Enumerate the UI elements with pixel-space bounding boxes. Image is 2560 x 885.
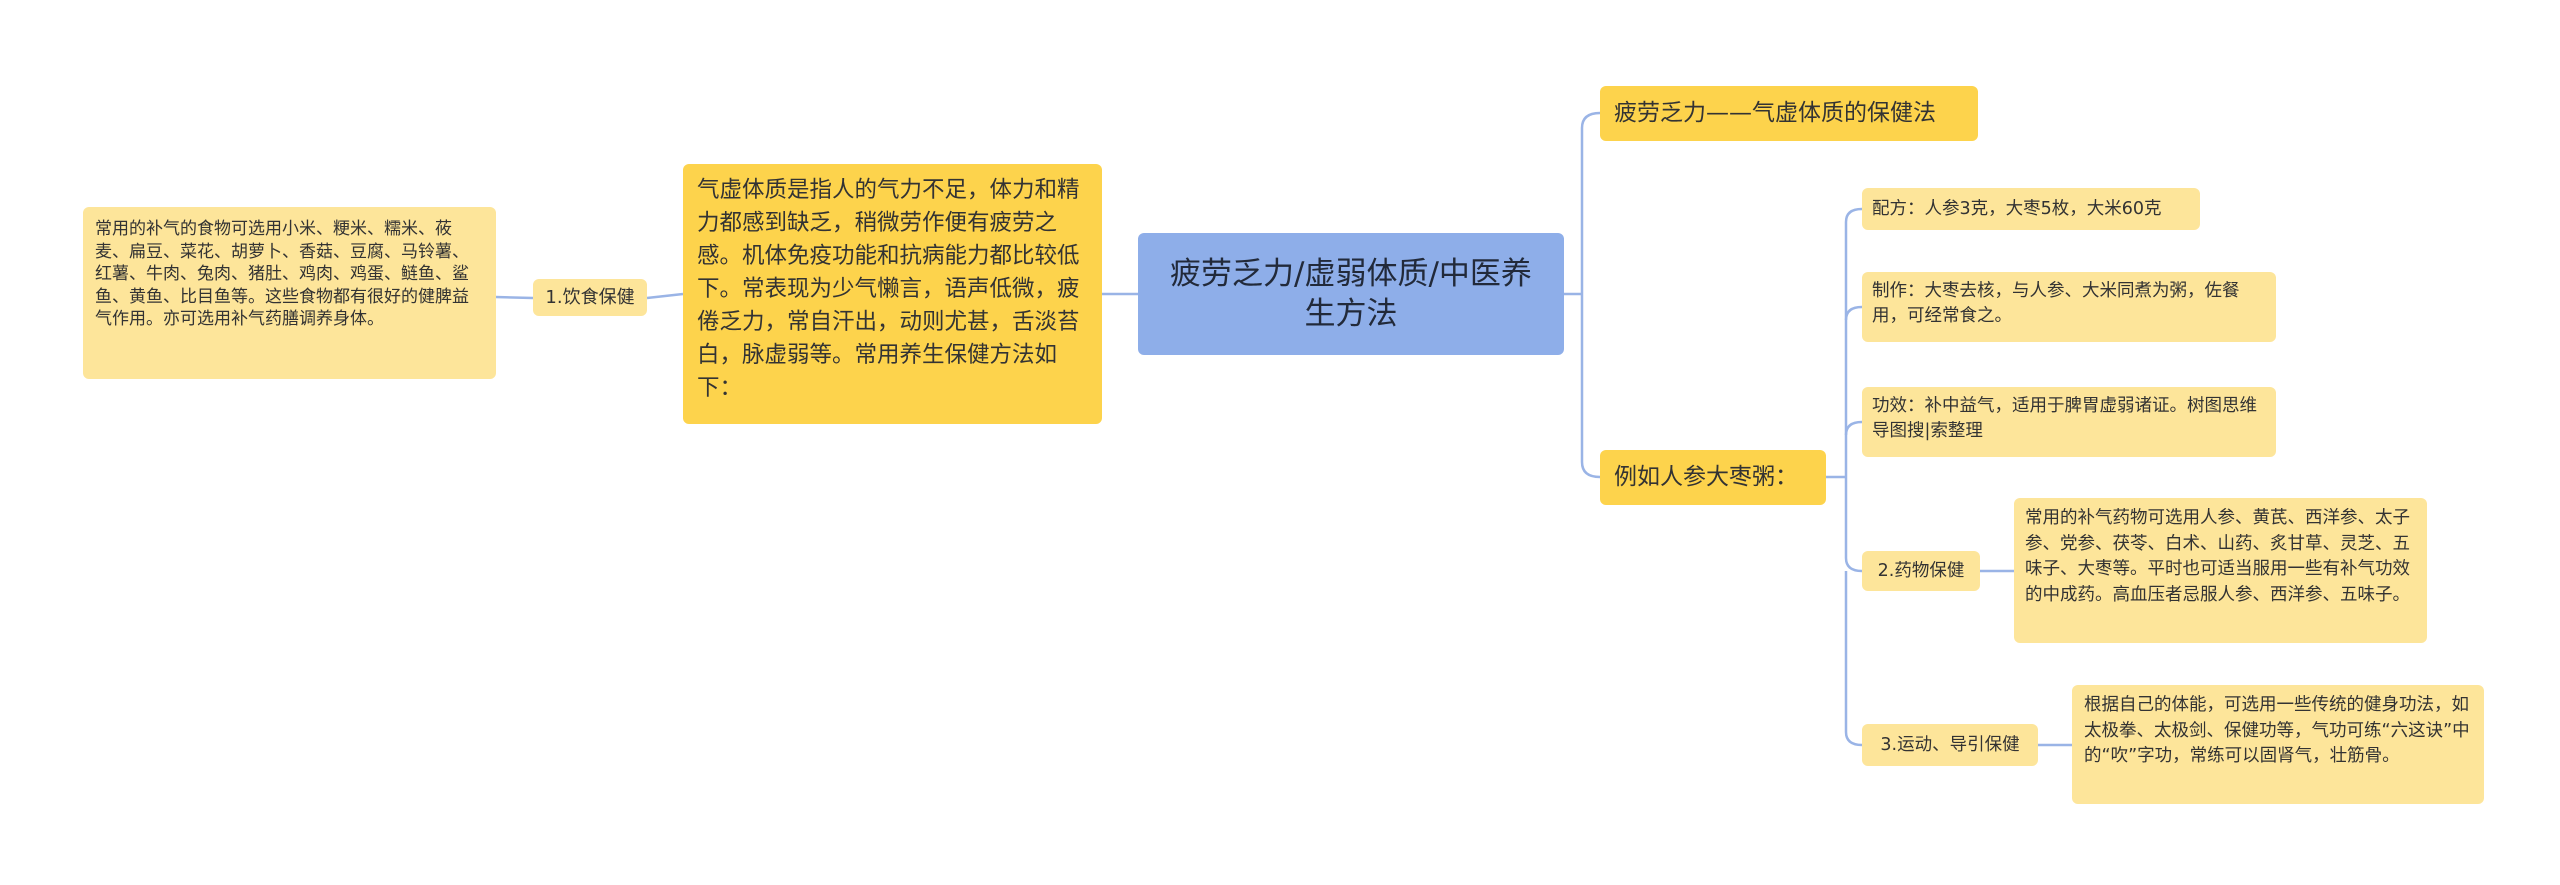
medicine-care-description-node[interactable]: 常用的补气药物可选用人参、黄芪、西洋参、太子参、党参、茯苓、白术、山药、炙甘草、… xyxy=(2014,498,2427,643)
medicine-care-description-text: 常用的补气药物可选用人参、黄芪、西洋参、太子参、党参、茯苓、白术、山药、炙甘草、… xyxy=(2025,508,2410,605)
qi-deficiency-description-node[interactable]: 气虚体质是指人的气力不足，体力和精力都感到缺乏，稍微劳作便有疲劳之感。机体免疫功… xyxy=(683,164,1102,424)
fatigue-care-title-text: 疲劳乏力——气虚体质的保健法 xyxy=(1614,100,1936,126)
diet-care-label: 1.饮食保健 xyxy=(545,287,635,308)
exercise-care-node[interactable]: 3.运动、导引保健 xyxy=(1862,724,2038,766)
exercise-care-description-node[interactable]: 根据自己的体能，可选用一些传统的健身功法，如太极拳、太极剑、保健功等，气功可练“… xyxy=(2072,685,2484,804)
qi-deficiency-description-text: 气虚体质是指人的气力不足，体力和精力都感到缺乏，稍微劳作便有疲劳之感。机体免疫功… xyxy=(697,177,1080,401)
efficacy-text: 功效：补中益气，适用于脾胃虚弱诸证。树图思维导图搜|索整理 xyxy=(1872,396,2257,441)
connector-diet-to-diet-description xyxy=(495,295,534,300)
connector-description-to-diet xyxy=(646,292,684,300)
connector-example-to-medicine xyxy=(1844,477,1863,573)
connector-example-to-recipe xyxy=(1844,207,1863,477)
recipe-node[interactable]: 配方：人参3克，大枣5枚，大米60克 xyxy=(1862,188,2200,230)
connector-right-trunk-to-title xyxy=(1580,111,1601,294)
fatigue-care-title-node[interactable]: 疲劳乏力——气虚体质的保健法 xyxy=(1600,86,1978,141)
efficacy-node[interactable]: 功效：补中益气，适用于脾胃虚弱诸证。树图思维导图搜|索整理 xyxy=(1862,387,2276,457)
root-topic-text: 疲劳乏力/虚弱体质/中医养生方法 xyxy=(1170,256,1532,332)
ginseng-jujube-congee-node[interactable]: 例如人参大枣粥： xyxy=(1600,450,1826,505)
preparation-node[interactable]: 制作：大枣去核，与人参、大米同煮为粥，佐餐用，可经常食之。 xyxy=(1862,272,2276,342)
medicine-care-label: 2.药物保健 xyxy=(1877,561,1965,581)
exercise-care-label: 3.运动、导引保健 xyxy=(1880,735,2020,755)
connector-right-trunk-to-example xyxy=(1580,294,1601,479)
connector-example-to-effect xyxy=(1844,420,1863,436)
diet-care-description-node[interactable]: 常用的补气的食物可选用小米、粳米、糯米、莜麦、扁豆、菜花、胡萝卜、香菇、豆腐、马… xyxy=(83,207,496,379)
diet-care-node[interactable]: 1.饮食保健 xyxy=(533,279,647,316)
exercise-care-description-text: 根据自己的体能，可选用一些传统的健身功法，如太极拳、太极剑、保健功等，气功可练“… xyxy=(2084,695,2470,766)
connector-example-to-making xyxy=(1844,305,1863,321)
connector-example-to-exercise xyxy=(1844,571,1863,747)
recipe-text: 配方：人参3克，大枣5枚，大米60克 xyxy=(1872,199,2162,219)
root-topic[interactable]: 疲劳乏力/虚弱体质/中医养生方法 xyxy=(1138,233,1564,355)
preparation-text: 制作：大枣去核，与人参、大米同煮为粥，佐餐用，可经常食之。 xyxy=(1872,281,2240,326)
ginseng-jujube-congee-label: 例如人参大枣粥： xyxy=(1614,464,1798,490)
diet-care-description-text: 常用的补气的食物可选用小米、粳米、糯米、莜麦、扁豆、菜花、胡萝卜、香菇、豆腐、马… xyxy=(95,219,469,329)
medicine-care-node[interactable]: 2.药物保健 xyxy=(1862,551,1980,591)
